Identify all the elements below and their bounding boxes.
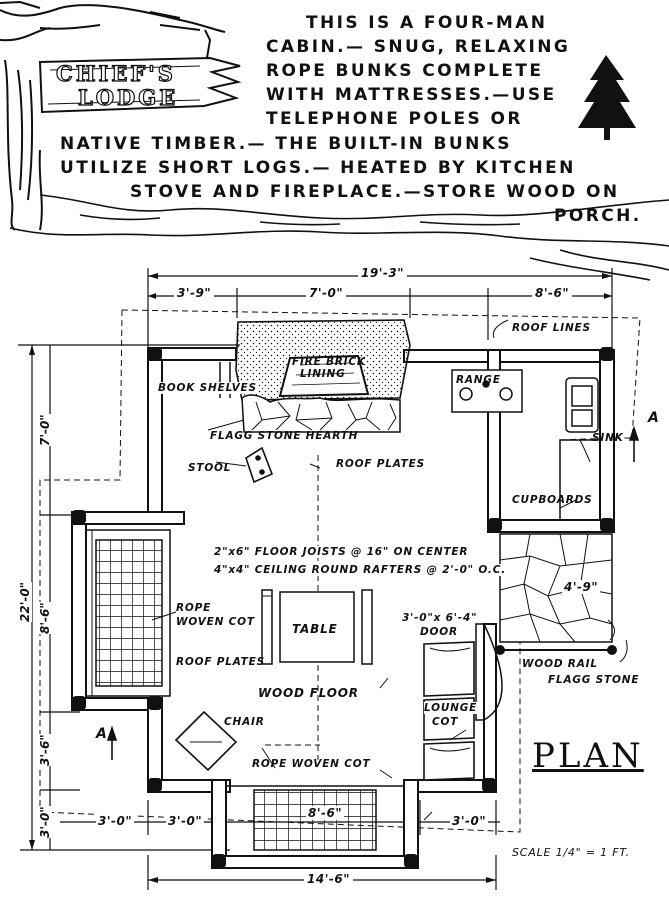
description-line-7: UTILIZE SHORT LOGS.— HEATED BY KITCHEN [60, 158, 576, 178]
label-book-shelves: BOOK SHELVES [158, 382, 257, 394]
rope-woven-cot-bottom [225, 785, 405, 857]
sign-line-1: CHIEF'S [55, 61, 176, 86]
label-stool: STOOL [188, 462, 232, 474]
door [475, 623, 503, 721]
dim-cot-width: 8'-6" [306, 806, 345, 820]
wood-rail [495, 645, 617, 655]
label-floor-joists: 2"x6" FLOOR JOISTS @ 16" ON CENTER [214, 546, 469, 558]
dim-top-left: 3'-9" [174, 286, 215, 300]
label-door-size: 3'-0"x 6'-4" [402, 612, 478, 624]
label-wood-floor: WOOD FLOOR [258, 686, 359, 700]
rope-woven-cot-left [85, 529, 171, 697]
tree-trunk-illustration [0, 0, 226, 231]
label-rope-cot-left-1: ROPE [176, 602, 212, 614]
dim-porch: 4'-9" [562, 580, 601, 594]
description-line-4: WITH MATTRESSES.—USE [266, 85, 557, 105]
label-chair: CHAIR [224, 716, 265, 728]
label-rope-cot-bottom: ROPE WOVEN COT [252, 758, 371, 770]
description-line-2: CABIN.— SNUG, RELAXING [266, 37, 571, 57]
description-line-5: TELEPHONE POLES OR [266, 109, 523, 129]
dimension-arrows [29, 273, 612, 883]
dim-overall-depth: 22'-0" [18, 582, 32, 622]
dim-left-bottom: 3'-0" [38, 806, 52, 838]
stool [245, 446, 274, 484]
log-corner-posts [72, 347, 614, 868]
label-lounge: LOUNGE [424, 702, 478, 714]
plan-title: PLAN [532, 736, 644, 776]
label-lining: LINING [300, 368, 346, 380]
section-arrows [106, 425, 640, 760]
dim-top-right: 8'-6" [532, 286, 573, 300]
description-line-6: NATIVE TIMBER.— THE BUILT-IN BUNKS [60, 134, 512, 154]
label-sink: SINK [592, 432, 624, 444]
label-section-a-right: A [648, 410, 660, 426]
pine-tree-illustration [578, 55, 636, 140]
fireplace [235, 319, 411, 433]
kitchen-sink [565, 377, 599, 433]
kitchen-range [451, 369, 523, 413]
dim-left-lower: 3'-6" [38, 734, 52, 766]
label-roof-plates-left: ROOF PLATES [176, 656, 265, 668]
cupboards [559, 439, 601, 521]
dim-left-upper: 7'-0" [38, 414, 52, 446]
label-fire-brick: FIRE BRICK [292, 356, 366, 368]
description-line-1: THIS IS A FOUR-MAN [306, 13, 548, 33]
label-table: TABLE [292, 622, 338, 636]
label-flagg-stone: FLAGG STONE [548, 674, 640, 686]
scale-note: SCALE 1/4" = 1 FT. [512, 846, 630, 859]
dim-left-mid: 8'-6" [38, 602, 52, 634]
label-cupboards: CUPBOARDS [512, 494, 593, 506]
description-line-8: STOVE AND FIREPLACE.—STORE WOOD ON [130, 182, 620, 202]
chair [174, 710, 238, 772]
description-line-9: PORCH. [554, 206, 642, 226]
label-roof-lines: ROOF LINES [512, 322, 591, 334]
label-lounge-cot: COT [432, 716, 459, 728]
label-roof-plates-top: ROOF PLATES [336, 458, 425, 470]
dim-bottom-left-1: 3'-0" [96, 814, 135, 828]
label-rope-cot-left-2: WOVEN COT [176, 616, 255, 628]
label-section-a-left: A [96, 726, 108, 742]
table-and-benches [261, 589, 373, 665]
dim-bottom-right: 3'-0" [450, 814, 489, 828]
description-line-3: ROPE BUNKS COMPLETE [266, 61, 544, 81]
sign-board [38, 56, 242, 114]
label-door: DOOR [420, 626, 458, 638]
dim-bottom-overall: 14'-6" [304, 872, 353, 886]
label-ceiling-rafters: 4"x4" CEILING ROUND RAFTERS @ 2'-0" O.C. [214, 564, 506, 576]
dim-overall-width: 19'-3" [358, 266, 407, 280]
label-range: RANGE [456, 374, 501, 386]
terrain-band [9, 194, 669, 281]
dim-top-mid: 7'-0" [306, 286, 347, 300]
label-flagg-stone-hearth: FLAGG STONE HEARTH [210, 430, 359, 442]
label-wood-rail: WOOD RAIL [522, 658, 598, 670]
dim-bottom-left-2: 3'-0" [166, 814, 205, 828]
sign-line-2: LODGE [77, 85, 179, 110]
